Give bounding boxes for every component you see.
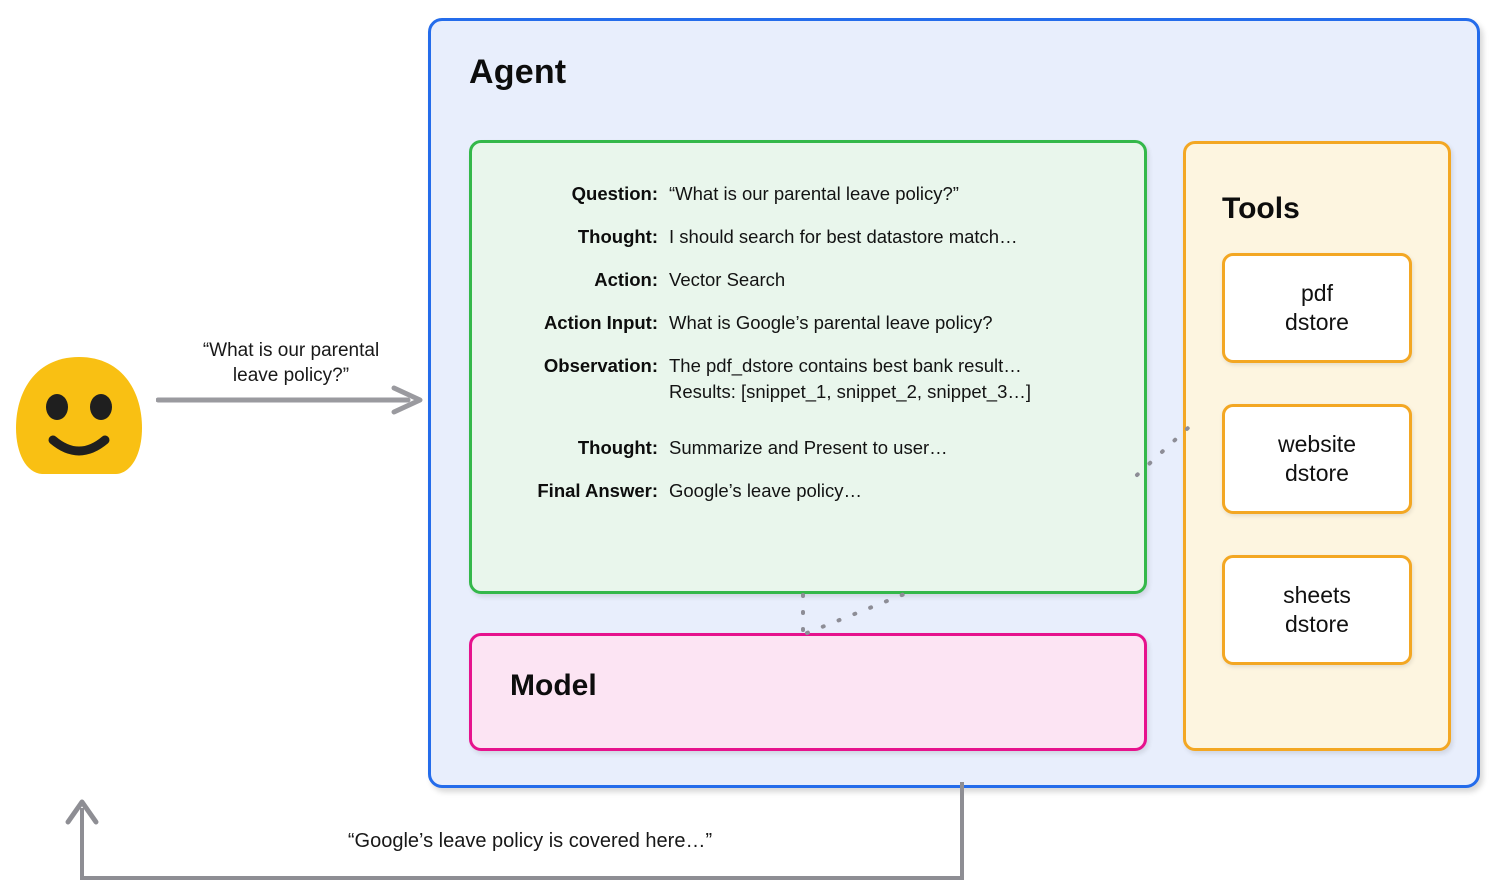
agent-container: Agent Question: “What is our parental le…: [428, 18, 1480, 788]
trace-row: Action Input: What is Google’s parental …: [472, 310, 1144, 336]
trace-row: Thought: I should search for best datast…: [472, 224, 1144, 250]
agent-response-label: “Google’s leave policy is covered here…”: [347, 830, 713, 852]
trace-row-list: Question: “What is our parental leave po…: [472, 181, 1144, 521]
trace-value-thought-1: I should search for best datastore match…: [669, 226, 1018, 247]
tools-title: Tools: [1222, 192, 1300, 225]
reasoning-trace-panel: Question: “What is our parental leave po…: [469, 140, 1147, 594]
trace-row: Action: Vector Search: [472, 267, 1144, 293]
tool-card-website-dstore[interactable]: website dstore: [1222, 404, 1412, 514]
connector-trace-to-model: [801, 591, 909, 635]
trace-value-final-answer: Google’s leave policy…: [669, 480, 862, 501]
trace-label-action: Action:: [594, 269, 658, 290]
avatar-left-eye-icon: [46, 394, 68, 420]
trace-value-action-input: What is Google’s parental leave policy?: [669, 312, 993, 333]
trace-label-thought-2: Thought:: [577, 437, 658, 458]
agent-to-user-arrow: [65, 782, 964, 880]
trace-value-action: Vector Search: [669, 269, 786, 290]
avatar-smile-icon: [48, 435, 110, 456]
trace-label-action-input: Action Input:: [543, 312, 658, 333]
trace-label-thought-1: Thought:: [577, 226, 658, 247]
tool-card-sheets-dstore[interactable]: sheets dstore: [1222, 555, 1412, 665]
agent-title: Agent: [469, 53, 567, 91]
trace-value-observation: The pdf_dstore contains best bank result…: [669, 355, 1032, 402]
model-title: Model: [510, 669, 597, 702]
trace-label-question: Question:: [571, 183, 658, 204]
trace-value-question: “What is our parental leave policy?”: [669, 183, 959, 204]
model-container: Model: [469, 633, 1147, 751]
trace-row: Final Answer: Google’s leave policy…: [472, 478, 1144, 504]
user-to-agent-arrow: [156, 385, 423, 415]
trace-row: Thought: Summarize and Present to user…: [472, 435, 1144, 461]
tool-card-pdf-dstore[interactable]: pdf dstore: [1222, 253, 1412, 363]
trace-label-observation: Observation:: [543, 355, 658, 376]
trace-row: Question: “What is our parental leave po…: [472, 181, 1144, 207]
trace-row: Observation: The pdf_dstore contains bes…: [472, 353, 1144, 405]
tools-container: Tools pdf dstore website dstore sheets d…: [1183, 141, 1451, 751]
avatar-face-shape: [16, 357, 142, 474]
user-request-label: “What is our parental leave policy?”: [202, 340, 380, 386]
tool-card-list: pdf dstore website dstore sheets dstore: [1222, 253, 1412, 665]
trace-value-thought-2: Summarize and Present to user…: [669, 437, 948, 458]
user-avatar: [16, 357, 142, 474]
avatar-right-eye-icon: [90, 394, 112, 420]
trace-label-final-answer: Final Answer:: [537, 480, 658, 501]
